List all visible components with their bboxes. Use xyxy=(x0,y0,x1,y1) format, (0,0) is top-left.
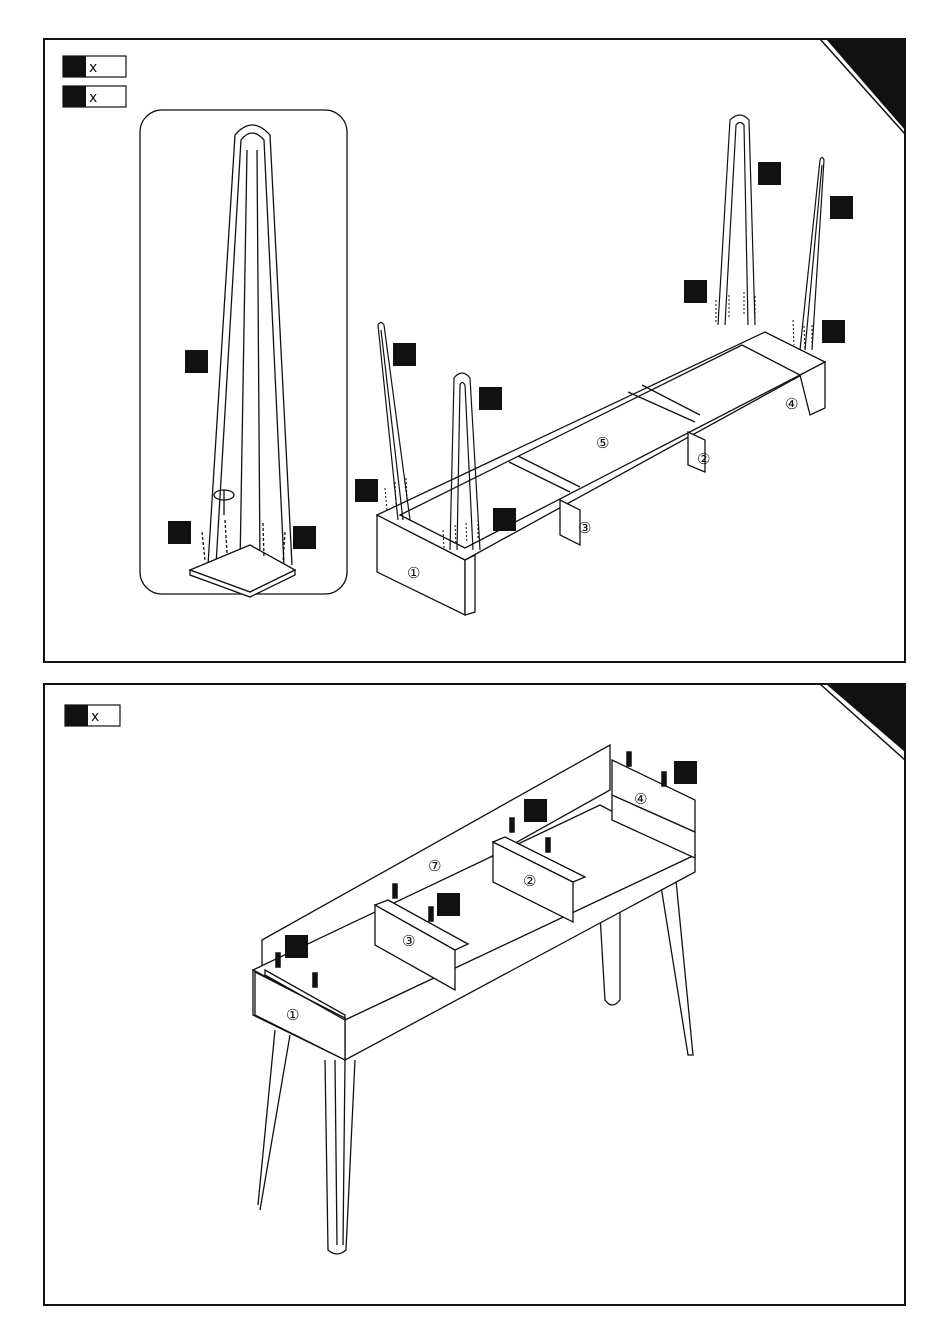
part-callout-box xyxy=(185,350,208,373)
part-callout-box xyxy=(822,320,845,343)
step-1-legend-row-1: x xyxy=(63,56,126,77)
part-label-2: ② xyxy=(697,450,710,468)
part-label-1: ① xyxy=(286,1006,299,1024)
legend-qty-x: x xyxy=(89,90,97,106)
part-callout-box xyxy=(830,196,853,219)
part-label-7: ⑦ xyxy=(428,857,441,875)
step-2-legend-row-1: x xyxy=(65,705,120,726)
part-callout-box xyxy=(285,935,308,958)
part-label-4: ④ xyxy=(634,790,647,808)
part-callout-box xyxy=(293,526,316,549)
part-callout-box xyxy=(684,280,707,303)
step-1-legend-row-2: x xyxy=(63,86,126,107)
desk-assembly-step-2 xyxy=(253,745,695,1254)
legend-qty-x: x xyxy=(91,709,99,725)
part-callout-box xyxy=(758,162,781,185)
legend-qty-x: x xyxy=(89,60,97,76)
part-label-5: ⑤ xyxy=(596,434,609,452)
desk-frame-step-1 xyxy=(377,332,825,615)
part-label-2: ② xyxy=(523,872,536,890)
part-callout-box xyxy=(674,761,697,784)
part-callout-box xyxy=(493,508,516,531)
part-label-3: ③ xyxy=(402,932,415,950)
part-label-1: ① xyxy=(407,564,420,582)
part-callout-box xyxy=(437,893,460,916)
part-callout-box xyxy=(524,799,547,822)
step-1-corner-tab xyxy=(820,39,905,134)
part-callout-box xyxy=(355,479,378,502)
part-label-4: ④ xyxy=(785,395,798,413)
part-callout-box xyxy=(168,521,191,544)
part-callout-box xyxy=(479,387,502,410)
part-callout-box xyxy=(393,343,416,366)
part-label-3: ③ xyxy=(578,519,591,537)
step-2-corner-tab xyxy=(820,684,905,760)
